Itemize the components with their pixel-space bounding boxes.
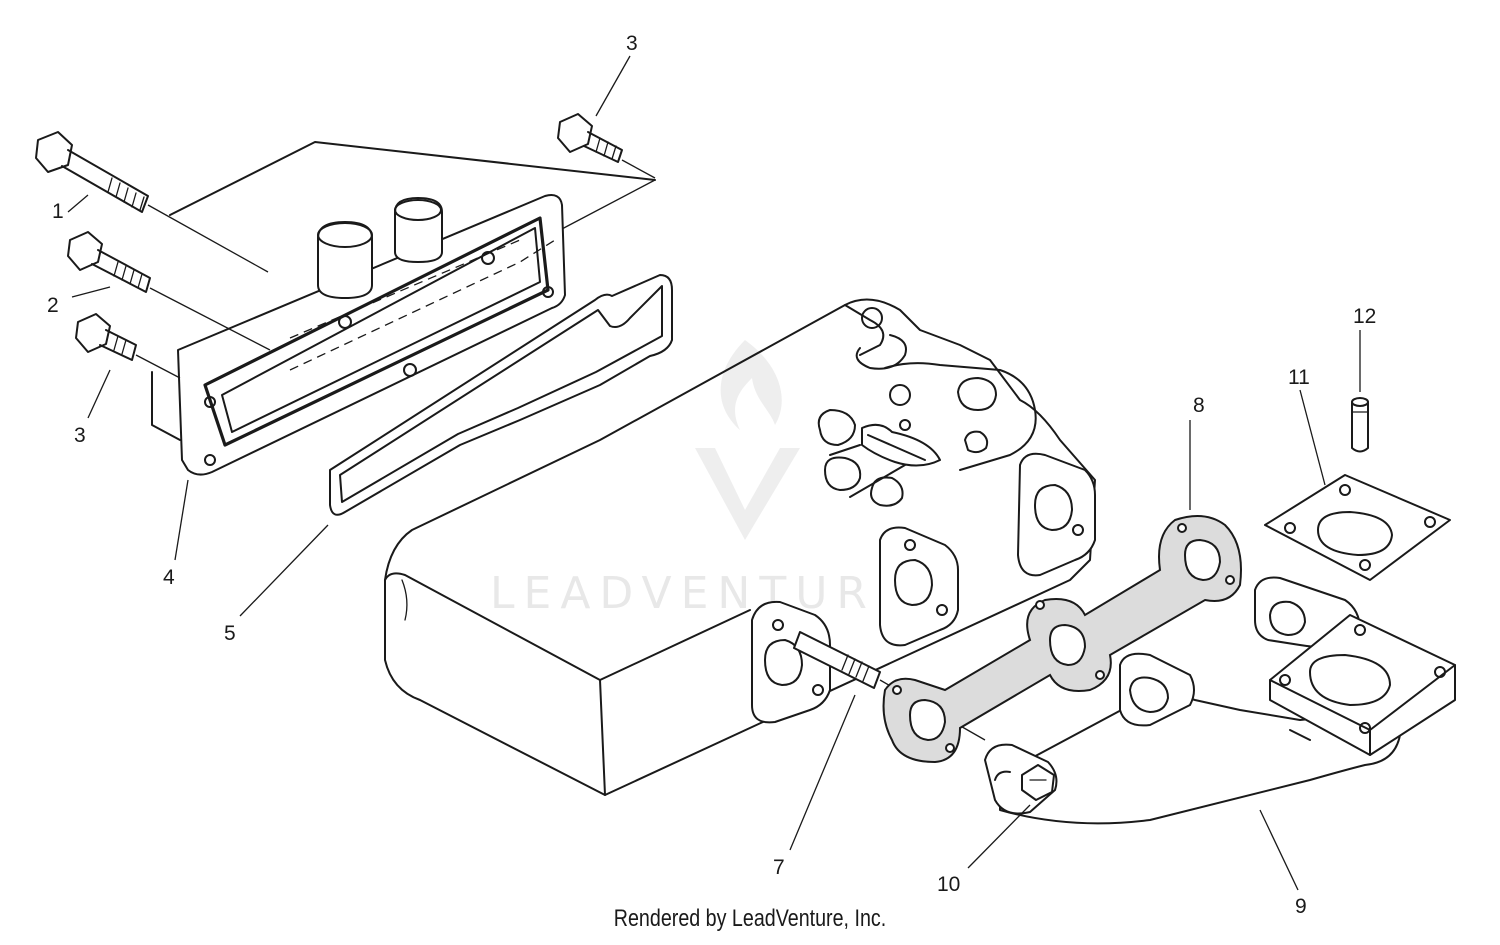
callout-3-left: 3 bbox=[74, 424, 86, 447]
callout-10: 10 bbox=[937, 873, 960, 896]
callout-11: 11 bbox=[1288, 366, 1310, 389]
watermark: LEADVENTURE bbox=[490, 340, 913, 619]
callout-leaders bbox=[67, 55, 1361, 891]
callout-8: 8 bbox=[1193, 394, 1205, 417]
part-10-nut bbox=[1021, 764, 1055, 801]
callout-9: 9 bbox=[1295, 895, 1307, 918]
part-8-exhaust-gasket bbox=[882, 515, 1242, 764]
part-11-outlet-gasket bbox=[1264, 474, 1451, 581]
part-5-gasket bbox=[329, 274, 673, 516]
callout-1: 1 bbox=[52, 200, 64, 223]
footer-credit: Rendered by LeadVenture, Inc. bbox=[613, 905, 887, 932]
watermark-flame-logo bbox=[695, 340, 800, 540]
callout-4: 4 bbox=[163, 566, 175, 589]
callout-3-top: 3 bbox=[626, 32, 638, 55]
watermark-text: LEADVENTURE bbox=[490, 568, 913, 619]
part-3-bolt-left bbox=[75, 313, 181, 379]
part-3-bolt-top bbox=[557, 113, 656, 179]
callout-2: 2 bbox=[47, 294, 59, 317]
cylinder-head bbox=[384, 298, 1096, 796]
part-4-housing bbox=[151, 141, 656, 476]
part-12-pin bbox=[1351, 397, 1369, 453]
callout-labels: 1 2 3 3 4 5 7 8 9 10 11 12 bbox=[47, 32, 1376, 918]
part-2-bolt bbox=[67, 231, 271, 351]
callout-5: 5 bbox=[224, 622, 236, 645]
part-1-bolt bbox=[35, 131, 269, 273]
callout-7: 7 bbox=[773, 856, 785, 879]
callout-12: 12 bbox=[1353, 305, 1376, 328]
part-9-exhaust-manifold bbox=[984, 576, 1456, 825]
